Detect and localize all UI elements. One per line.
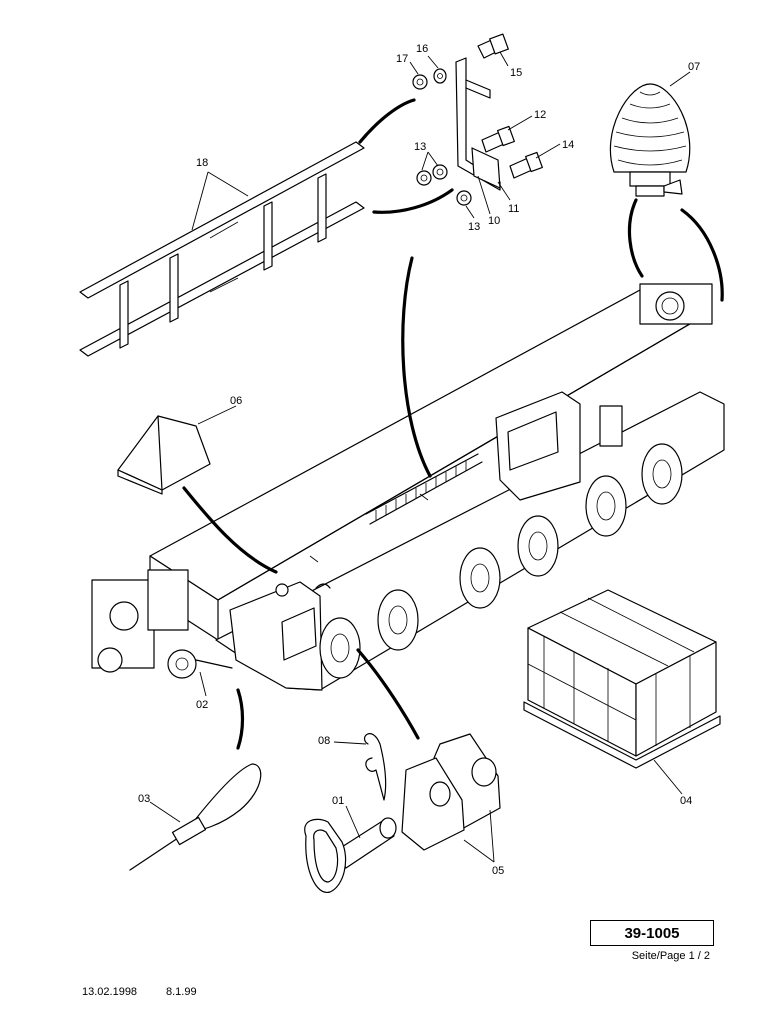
issue-date: 13.02.1998 [82,986,138,998]
leader-06 [197,405,237,425]
leader-08 [333,741,367,745]
part-label-17: 17 [396,53,408,65]
part-label-06: 06 [230,395,242,407]
leader-05a [463,839,495,863]
leader-15 [499,51,509,67]
part-label-12: 12 [534,109,546,121]
leader-04 [653,759,683,795]
leader-13a-2 [427,151,439,167]
part-label-07: 07 [688,61,700,73]
bracket-assembly [412,33,543,206]
part-label-08: 08 [318,735,330,747]
wedge-block-part [117,415,211,495]
leader-01 [345,805,361,839]
leader-18a [191,171,209,231]
crane-truck [91,283,725,691]
leader-05b [489,809,495,863]
wire-rope-part [129,763,262,871]
ladder-part [79,141,365,357]
leader-14 [535,143,561,159]
part-label-13b: 13 [468,221,480,233]
part-label-04: 04 [680,795,692,807]
part-label-11: 11 [508,203,519,215]
part-label-14: 14 [562,139,574,151]
page-reference: Seite/Page 1 / 2 [631,950,710,962]
part-label-13a: 13 [414,141,426,153]
part-label-01: 01 [332,795,344,807]
leader-12 [507,115,533,131]
page-number-box: 39-1005 [590,920,714,946]
part-label-18: 18 [196,157,208,169]
part-label-15: 15 [510,67,522,79]
part-label-03: 03 [138,793,150,805]
crate-part [523,589,721,769]
leader-10 [477,175,491,215]
leader-07 [669,71,691,87]
revision-date: 8.1.99 [166,986,197,998]
part-label-16: 16 [416,43,428,55]
part-label-05: 05 [492,865,504,877]
pin-assembly [304,733,501,893]
leader-11 [497,181,511,201]
part-label-10: 10 [488,215,500,227]
leader-13b [465,205,475,219]
leader-02 [199,671,207,697]
leader-17 [409,61,419,75]
leader-18b [207,171,249,197]
callout-arcs [182,98,724,750]
leader-13a-1 [421,151,429,171]
part-label-02: 02 [196,699,208,711]
beacon-lamp-part [609,83,691,197]
leader-16 [427,55,439,69]
leader-03 [149,801,181,823]
